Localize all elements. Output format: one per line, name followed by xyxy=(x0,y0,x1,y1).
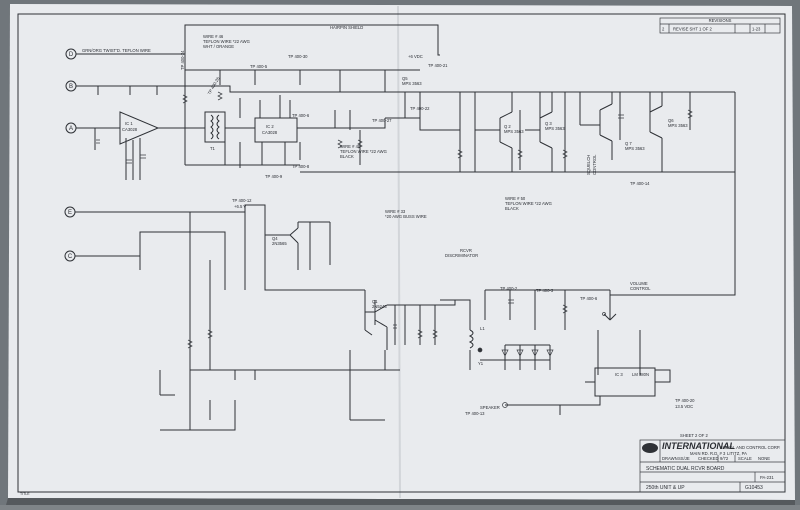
sheet-mark: SHEET 2 OF 2 xyxy=(680,433,709,438)
q3-part: MPS 3563 xyxy=(545,126,565,131)
company-logo xyxy=(642,443,658,453)
wire-note-33-type: *20 AWG BUSS WIRE xyxy=(385,214,427,219)
ic3-part: LM 380N xyxy=(632,372,649,377)
test-point-2: TP 400-2 xyxy=(500,286,518,291)
supply-6v: +6 VDC xyxy=(408,54,423,59)
revision-header: REVISIONS xyxy=(709,18,732,23)
q1-label: Q1 xyxy=(372,299,378,304)
test-point-8: TP 400-8 xyxy=(292,164,310,169)
company-address: MAIN RD. R.D. # 3 xyxy=(690,451,726,456)
q7-label: Q 7 xyxy=(625,141,632,146)
company-name: INTERNATIONAL xyxy=(662,441,735,451)
test-point-6b: TP 400-6 xyxy=(580,296,598,301)
wire-note-49: WIRE # 49 xyxy=(340,144,361,149)
test-point-6: TP 400-6 xyxy=(292,113,310,118)
drawn-value: SS/JE xyxy=(678,456,690,461)
unit-range: 250th UNIT & UP xyxy=(646,485,685,491)
test-point-22: TP 400-22 xyxy=(410,106,430,111)
revision-block: REVISIONS 2 REVISE SHT 1 OF 2 1-23 xyxy=(659,17,781,34)
l1-label: L1 xyxy=(480,326,485,331)
test-point-13: TP 400-13 xyxy=(465,411,485,416)
q4-part: 2N3565 xyxy=(272,241,287,246)
title-block: INTERNATIONAL SIGNAL AND CONTROL CORP. M… xyxy=(639,439,786,493)
q3-label: Q 3 xyxy=(545,121,552,126)
date-value: 9/72 xyxy=(720,456,729,461)
company-city: LITITZ, PA xyxy=(727,451,747,456)
q4-label: Q4 xyxy=(272,236,278,241)
terminal-d-letter: D xyxy=(69,52,74,58)
test-point-14: TP 400-14 xyxy=(630,181,650,186)
terminal-b-letter: B xyxy=(69,84,73,90)
revision-date: 1-23 xyxy=(752,27,761,32)
speaker-label: SPEAKER xyxy=(480,405,500,410)
ic1-part: CA3028 xyxy=(122,127,138,132)
ic2-label: IC 2 xyxy=(266,124,274,129)
terminal-d-note: GRN/ORG TWIST'D. TEFLON WIRE xyxy=(82,48,151,53)
test-point-27: TP 400-27 xyxy=(372,118,392,123)
test-point-3: TP 400-3 xyxy=(536,288,554,293)
ic3-label: IC 3 xyxy=(615,372,623,377)
ic2-part: CA3028 xyxy=(262,130,278,135)
component-glyphs xyxy=(96,91,693,408)
scale-label: SCALE xyxy=(738,456,752,461)
supply-6v5: +6.5 V xyxy=(234,204,246,209)
drawing-number: G10453 xyxy=(745,485,763,491)
wire-note-50-type: TEFLON WIRE *22 AWG xyxy=(505,201,552,206)
q1-part: 2N5245 xyxy=(372,304,387,309)
q7-part: MPS 3563 xyxy=(625,146,645,151)
drawing-title: SCHEMATIC DUAL RCVR BOARD xyxy=(646,466,725,472)
test-point-21: TP 400-21 xyxy=(428,63,448,68)
t1-label: T1 xyxy=(210,146,216,151)
revision-description: REVISE SHT 1 OF 2 xyxy=(673,27,712,32)
test-point-20: TP 400-20 xyxy=(675,398,695,403)
test-point-24: TP 400-24 xyxy=(180,50,185,70)
wire-note-50-color: BLACK xyxy=(505,206,519,211)
wire-note-33: WIRE # 33 xyxy=(385,209,406,214)
ic1-label: IC 1 xyxy=(125,121,133,126)
checked-label: CHECKED xyxy=(698,456,718,461)
wire-notes: WIRE # 46 TEFLON WIRE *22 AWG WHT / ORAN… xyxy=(203,25,552,219)
test-point-9: TP 400-9 xyxy=(265,174,283,179)
volume-label: VOLUME xyxy=(630,281,648,286)
terminal-a-letter: A xyxy=(69,126,73,132)
wire-note-49-type: TEFLON WIRE *22 AWG xyxy=(340,149,387,154)
terminal-e-letter: E xyxy=(68,210,72,216)
discriminator-label: DISCRIMINATOR xyxy=(445,253,478,258)
q5-label: Q5 xyxy=(402,76,408,81)
q2-part: MPS 3563 xyxy=(504,129,524,134)
scale-value: NONE xyxy=(758,456,770,461)
wire-note-46: WIRE # 46 xyxy=(203,34,224,39)
company-subtitle: SIGNAL AND CONTROL CORP. xyxy=(720,445,780,450)
terminal-c-letter: C xyxy=(68,254,73,260)
q5-part: MPS 3563 xyxy=(402,81,422,86)
wire-note-46-color: WHT / ORANGE xyxy=(203,44,234,49)
top-note: HAIRPIN SHIELD xyxy=(330,25,363,30)
wire-note-46-type: TEFLON WIRE *22 AWG xyxy=(203,39,250,44)
drawn-label: DRAWN xyxy=(662,456,678,461)
volume-label-2: CONTROL xyxy=(630,286,651,291)
test-point-12: TP 400-12 xyxy=(232,198,252,203)
y1-label: Y1 xyxy=(478,361,484,366)
test-point-30: TP 400-30 xyxy=(288,54,308,59)
part-number: PA-231 xyxy=(760,475,774,480)
rcvr-label: RCVR xyxy=(460,248,472,253)
drawing-border xyxy=(17,13,786,493)
q6-part: MPS 3563 xyxy=(668,123,688,128)
wire-note-49-color: BLACK xyxy=(340,154,354,159)
q2-label: Q 2 xyxy=(504,124,511,129)
q6-label: Q6 xyxy=(668,118,674,123)
wire-note-50: WIRE # 50 xyxy=(505,196,526,201)
squelch-label: SQUELCH xyxy=(586,155,591,175)
corner-mark: TITLE xyxy=(20,492,30,496)
squelch-label-2: CONTROL xyxy=(592,154,597,175)
supply-13v5: 13.5 VDC xyxy=(675,404,693,409)
revision-number: 2 xyxy=(662,27,665,32)
test-point-5: TP 400-5 xyxy=(250,64,268,69)
